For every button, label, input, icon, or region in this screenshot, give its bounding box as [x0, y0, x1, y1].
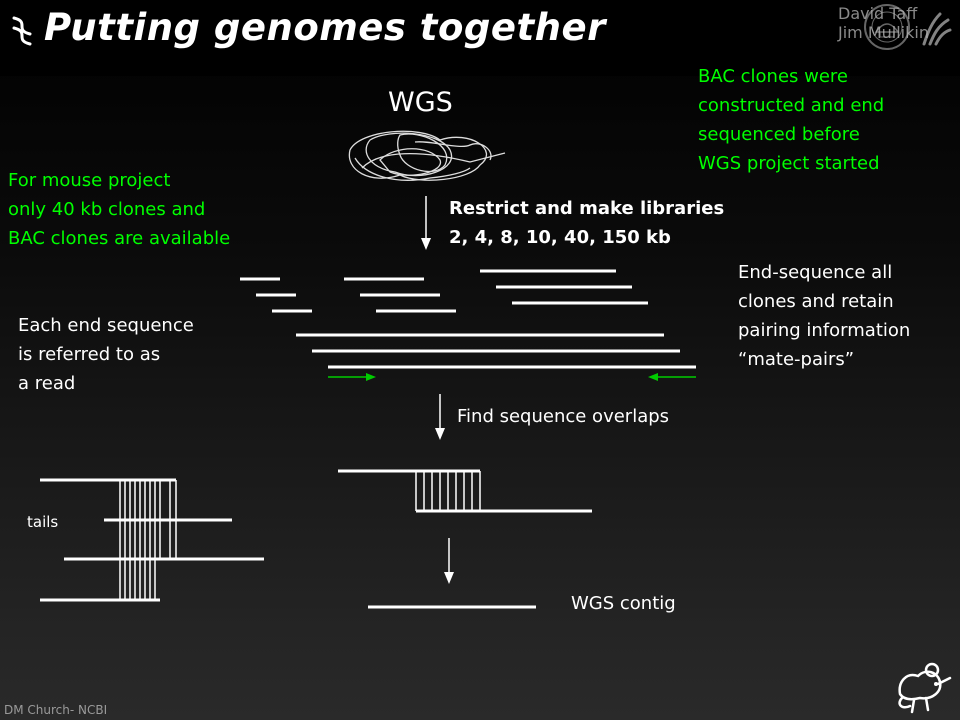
restrict-line: 2, 4, 8, 10, 40, 150 kb [449, 227, 671, 248]
footer-credit: DM Church- NCBI [4, 703, 108, 717]
end-seq-line: “mate-pairs” [738, 349, 855, 370]
end-seq-line: pairing information [738, 320, 911, 341]
mouse-project-note: For mouse project only 40 kb clones and … [8, 166, 230, 253]
restrict-line: Restrict and make libraries [449, 198, 725, 219]
dna-helix-icon [12, 16, 32, 46]
clone-library-fragments [240, 269, 696, 369]
mouse-note-line: For mouse project [8, 170, 171, 191]
bac-note-line: WGS project started [698, 153, 880, 174]
bac-clone-note: BAC clones were constructed and end sequ… [698, 62, 884, 178]
wgs-contig-label: WGS contig [571, 593, 676, 614]
read-overlap-pair [338, 469, 592, 513]
read-note-line: a read [18, 373, 76, 394]
credit-line-1: David Taff [838, 4, 918, 23]
wgs-label: WGS [388, 87, 453, 118]
dhhs-seal-icon [864, 4, 910, 50]
end-seq-line: End-sequence all [738, 262, 893, 283]
bac-note-line: sequenced before [698, 124, 860, 145]
mouse-note-line: only 40 kb clones and [8, 199, 206, 220]
mouse-icon [898, 662, 952, 714]
bac-note-line: constructed and end [698, 95, 885, 116]
tailed-overlap-stack [40, 478, 264, 602]
bac-note-line: BAC clones were [698, 66, 849, 87]
read-definition-note: Each end sequence is referred to as a re… [18, 311, 194, 398]
overlap-step-text: Find sequence overlaps [457, 406, 670, 427]
read-note-line: Each end sequence [18, 315, 194, 336]
mate-pair-arrows [328, 373, 696, 381]
down-arrow-overlap [435, 394, 445, 440]
end-seq-line: clones and retain [738, 291, 894, 312]
end-sequence-step-text: End-sequence all clones and retain pairi… [738, 258, 910, 374]
mouse-note-line: BAC clones are available [8, 228, 231, 249]
down-arrow-restrict [421, 196, 431, 250]
genome-scribble [348, 130, 506, 181]
tails-label: tails [27, 513, 59, 531]
restrict-step-text: Restrict and make libraries 2, 4, 8, 10,… [449, 194, 724, 252]
down-arrow-contig [444, 538, 454, 584]
read-note-line: is referred to as [18, 344, 161, 365]
title-bar [0, 0, 960, 76]
slide-title: Putting genomes together [44, 6, 606, 49]
hhs-eagle-icon [922, 12, 952, 46]
